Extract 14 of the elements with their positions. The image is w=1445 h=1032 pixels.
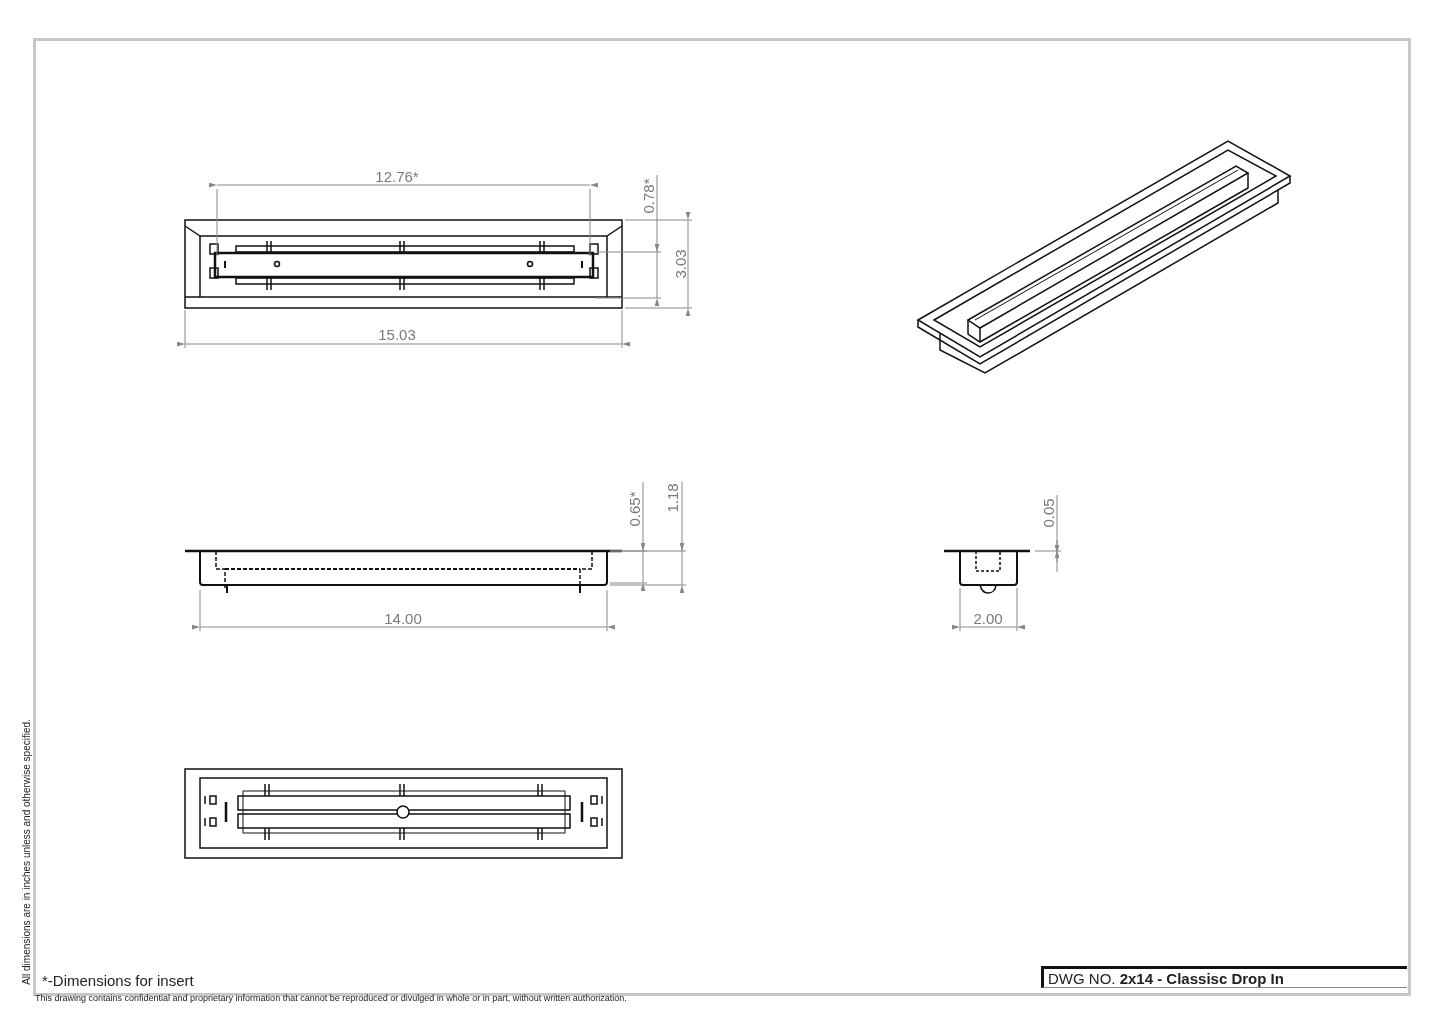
title-block [1041, 966, 1407, 988]
dimension-value: 3.03 [672, 249, 688, 279]
drawing-number: DWG NO. 2x14 - Classisc Drop In [1048, 969, 1284, 987]
dimension-value: 0.65* [626, 491, 642, 527]
dimension-value: 15.03 [378, 326, 416, 342]
dimension-value: 0.05 [1040, 498, 1056, 528]
dimension-value: 14.00 [384, 610, 422, 626]
dimension-value: 0.78* [640, 178, 656, 214]
dimension-value: 1.18 [664, 483, 680, 513]
dimension-value: 2.00 [973, 610, 1003, 626]
confidentiality-note: This drawing contains confidential and proprietary information that cannot be reproduced or divulged in whole or in part, without written authorization. [35, 993, 627, 1003]
units-note: All dimensions are in inches unless and otherwise specified. [22, 719, 32, 985]
dimension-value: 12.76* [375, 168, 419, 184]
insert-note: *-Dimensions for insert [42, 972, 194, 988]
